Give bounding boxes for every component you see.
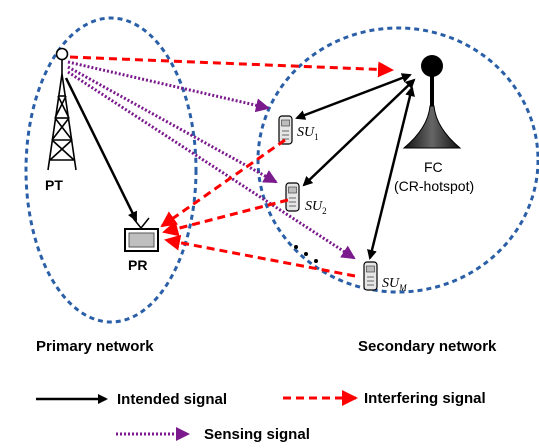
legend-intended-label: Intended signal — [117, 391, 227, 408]
sensing-signal-arrows — [67, 60, 356, 260]
su2-label: SU2 — [305, 199, 327, 216]
intended-arrow-fc-sum — [367, 86, 415, 260]
interfering-arrow-su2-pr — [162, 198, 289, 237]
sensing-arrow-pt-su2 — [67, 65, 278, 184]
tower-icon — [47, 47, 77, 171]
phone-icon — [285, 182, 300, 212]
tv-receiver-icon — [124, 217, 159, 252]
intended-arrow-pt-pr — [64, 77, 138, 222]
legend: Intended signal Interfering signal Sensi… — [36, 390, 486, 443]
intended-signal-arrows — [64, 73, 416, 260]
su1-label: SU1 — [297, 125, 319, 142]
pr-label: PR — [128, 257, 147, 273]
intended-arrow-fc-su1 — [295, 73, 412, 120]
interfering-arrow-sum-pr — [164, 234, 356, 278]
legend-sensing-label: Sensing signal — [204, 426, 310, 443]
sensing-arrow-pt-sum — [67, 70, 356, 260]
phone-icon — [363, 261, 378, 291]
pt-label: PT — [45, 177, 63, 193]
interfering-arrow-pt-fc — [69, 55, 394, 78]
legend-interfering-label: Interfering signal — [364, 390, 486, 407]
fc-label: FC — [424, 159, 443, 175]
secondary-network-ellipse — [256, 26, 539, 294]
secondary-network-caption: Secondary network — [358, 338, 497, 355]
sum-label: SUM — [382, 276, 407, 293]
primary-network-ellipse — [24, 16, 198, 324]
fc-antenna-icon — [402, 55, 462, 149]
intended-arrow-fc-su2 — [302, 78, 416, 187]
ellipsis-dots — [294, 245, 318, 263]
sensing-arrow-pt-su1 — [67, 60, 270, 113]
phone-icon — [278, 115, 293, 145]
interfering-signal-arrows — [69, 55, 394, 278]
fc-sub-label: (CR-hotspot) — [394, 178, 474, 194]
primary-network-caption: Primary network — [36, 338, 154, 355]
